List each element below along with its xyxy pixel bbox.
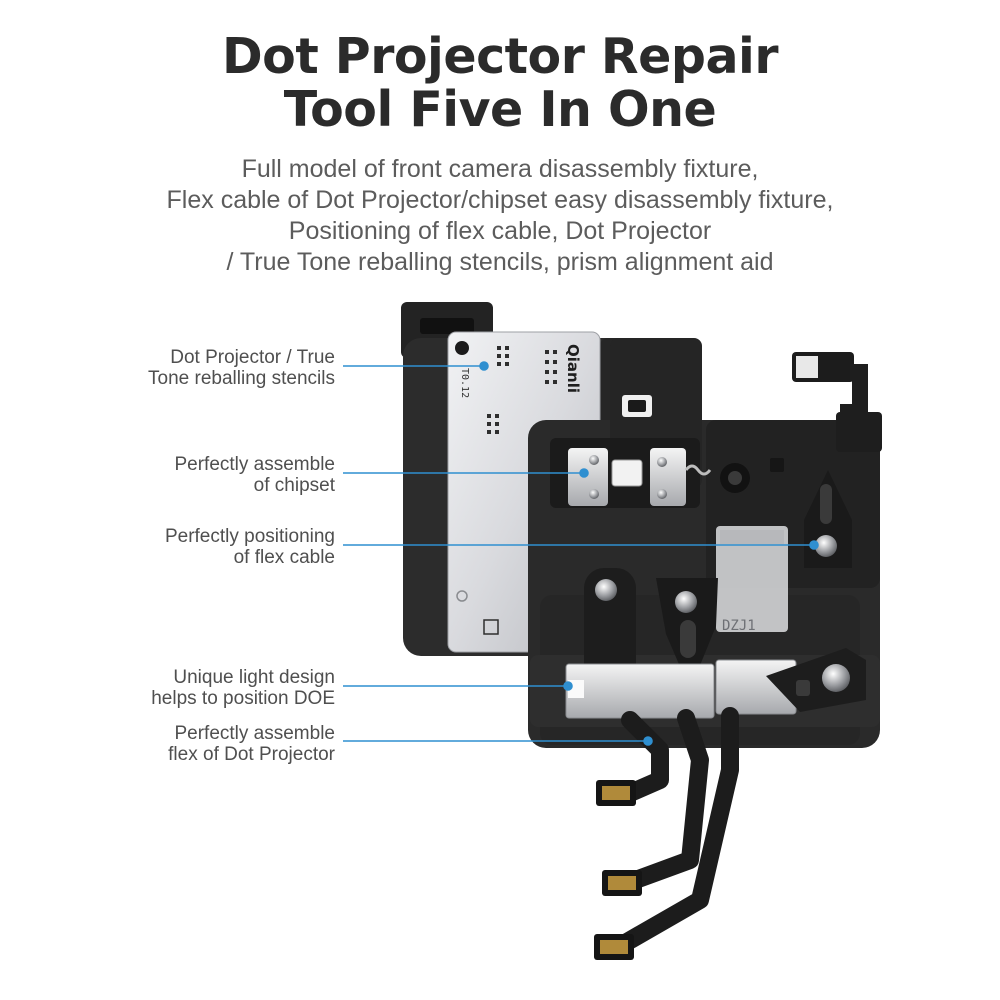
callout-stencils-line-1: Dot Projector / True <box>170 347 335 368</box>
fixture-model-text: DZJ1 <box>722 618 756 634</box>
stencil-brand-text: Qianli <box>564 344 582 393</box>
description-line-2: Flex cable of Dot Projector/chipset easy… <box>166 186 834 214</box>
upper-flex-cable <box>792 352 882 452</box>
callout-dot-projector-flex-line-2: flex of Dot Projector <box>168 744 335 765</box>
right-clamp-arm <box>766 648 866 712</box>
dot-projector-flex-cables <box>611 707 739 955</box>
callout-dot-chipset <box>579 468 589 478</box>
product-description: Full model of front camera disassembly f… <box>0 154 1000 278</box>
callout-chipset-line-2: of chipset <box>253 475 335 496</box>
callout-chipset: Perfectly assemble of chipset <box>75 454 335 496</box>
doe-positioning-plate <box>565 659 797 719</box>
callout-stencils-line-2: Tone reballing stencils <box>148 368 335 389</box>
callout-dot-projector-flex-line-1: Perfectly assemble <box>174 723 335 744</box>
page-title-line-1: Dot Projector Repair <box>221 28 779 85</box>
callout-stencils: Dot Projector / True Tone reballing sten… <box>75 347 335 389</box>
fixture-label-plate <box>716 526 788 632</box>
description-line-4: / True Tone reballing stencils, prism al… <box>226 248 774 276</box>
description-line-3: Positioning of flex cable, Dot Projector <box>288 217 712 245</box>
description-line-1: Full model of front camera disassembly f… <box>241 155 759 183</box>
callout-doe-line-1: Unique light design <box>173 667 335 688</box>
callout-dot-projector-flex: Perfectly assemble flex of Dot Projector <box>75 723 335 765</box>
callout-dot-stencil <box>479 361 489 371</box>
callout-dot-doe <box>563 681 573 691</box>
callout-lines <box>343 361 819 746</box>
callout-doe: Unique light design helps to position DO… <box>75 667 335 709</box>
callout-dot-dot-projector-flex <box>643 736 653 746</box>
callout-doe-line-2: helps to position DOE <box>151 688 335 709</box>
center-clamp <box>656 578 718 690</box>
callout-flex-cable-line-2: of flex cable <box>233 547 335 568</box>
page-title-line-2: Tool Five In One <box>283 81 717 138</box>
callout-flex-cable: Perfectly positioning of flex cable <box>75 526 335 568</box>
page-title: Dot Projector Repair Tool Five In One <box>0 30 1000 136</box>
callout-dot-flex-cable <box>809 540 819 550</box>
callout-flex-cable-line-1: Perfectly positioning <box>164 526 335 547</box>
chipset-clamp <box>550 438 712 508</box>
stencil-code-text: T0.12 <box>459 368 470 398</box>
callout-chipset-line-1: Perfectly assemble <box>174 454 335 475</box>
flex-connectors <box>594 780 642 960</box>
